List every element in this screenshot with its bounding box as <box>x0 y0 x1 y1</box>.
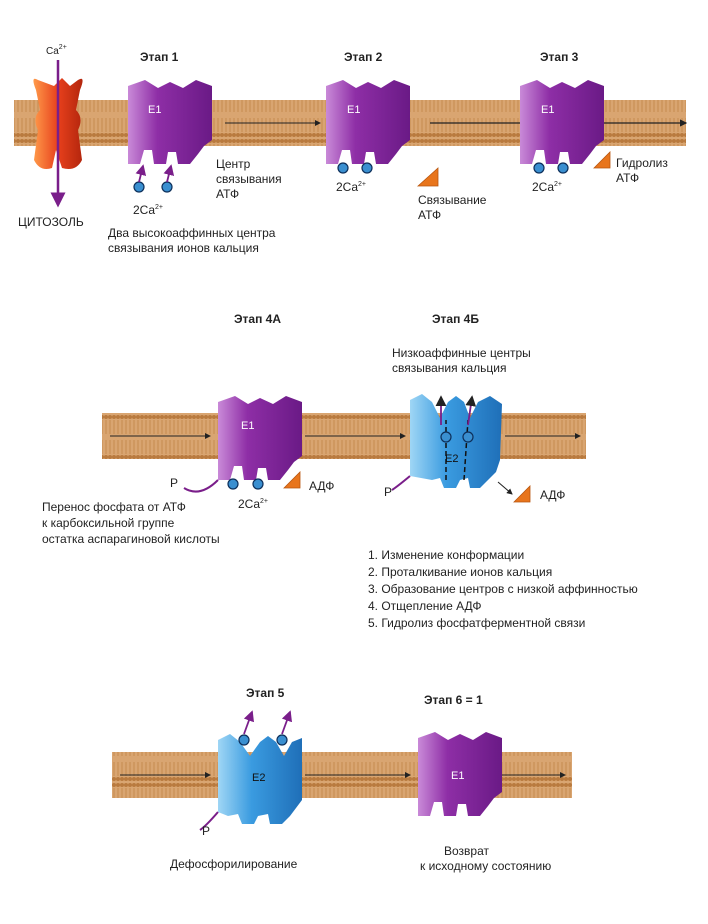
membrane-row-3 <box>112 752 572 798</box>
e1-label-1: E1 <box>148 104 162 116</box>
ca-count-3: 2Ca2+ <box>532 180 562 194</box>
atp-center-l2: связывания <box>216 172 282 186</box>
step-item: 1. Изменение конформации <box>368 548 525 562</box>
calcium-ions <box>133 162 569 746</box>
low-affinity-l1: Низкоаффинные центры <box>392 346 531 360</box>
e1-label-3: E1 <box>541 104 555 116</box>
return-l2: к исходному состоянию <box>420 859 552 873</box>
p-label-4a: P <box>170 476 179 490</box>
pump-e1-stage6 <box>418 732 502 816</box>
adp-label-4b: АДФ <box>540 488 566 502</box>
step-item: 3. Образование центров с низкой аффиннос… <box>368 582 638 596</box>
high-affinity-l2: связывания ионов кальция <box>108 241 259 255</box>
stage-3-title: Этап 3 <box>540 50 579 64</box>
stage-5-title: Этап 5 <box>246 686 285 700</box>
ca-count-2: 2Ca2+ <box>336 180 366 194</box>
pump-e1-stage3 <box>520 80 604 164</box>
step-item: 5. Гидролиз фосфатферментной связи <box>368 616 586 630</box>
stage-4a-title: Этап 4А <box>234 312 282 326</box>
phosphate-l2: к карбоксильной группе <box>42 516 175 530</box>
cytosol-label: ЦИТОЗОЛЬ <box>18 215 84 229</box>
atp-center-l3: АТФ <box>216 187 240 201</box>
step-item: 4. Отщепление АДФ <box>368 599 482 613</box>
pump-e2-stage4b <box>410 394 502 488</box>
stage-1-title: Этап 1 <box>140 50 179 64</box>
p-label-4b: P <box>384 485 393 499</box>
e1-label-4a: E1 <box>241 420 255 432</box>
steps-list: 1. Изменение конформации 2. Проталкивани… <box>368 547 638 632</box>
step-item: 2. Проталкивание ионов кальция <box>368 565 553 579</box>
high-affinity-l1: Два высокоаффинных центра <box>108 226 276 240</box>
e1-label-6: E1 <box>451 770 465 782</box>
e2-label-5: E2 <box>252 772 266 784</box>
calcium-channel <box>33 60 83 208</box>
pump-e1-stage1 <box>128 80 212 164</box>
phosphate-tails <box>183 475 411 831</box>
dephosphorylation-label: Дефосфорилирование <box>170 857 298 871</box>
atp-binding-l2: АТФ <box>418 208 442 222</box>
stage-4b-title: Этап 4Б <box>432 312 479 326</box>
pump-e1-stage2 <box>326 80 410 164</box>
phosphate-l1: Перенос фосфата от АТФ <box>42 500 186 514</box>
atp-shapes <box>283 151 611 503</box>
phosphate-l3: остатка аспарагиновой кислоты <box>42 532 220 546</box>
pump-e1-stage4a <box>218 396 302 480</box>
adp-label-4a: АДФ <box>309 479 335 493</box>
atp-binding-l1: Связывание <box>418 193 487 207</box>
ca-top-label: Ca2+ <box>46 44 67 57</box>
atp-hydrolysis-l2: АТФ <box>616 171 640 185</box>
low-affinity-l2: связывания кальция <box>392 361 507 375</box>
stage-2-title: Этап 2 <box>344 50 383 64</box>
e2-label-4b: E2 <box>445 453 459 465</box>
p-label-5: P <box>202 824 211 838</box>
ca-count-4a: 2Ca2+ <box>238 497 268 511</box>
e1-label-2: E1 <box>347 104 361 116</box>
ca-count-1: 2Ca2+ <box>133 203 163 217</box>
membrane-row-2 <box>102 413 586 459</box>
return-l1: Возврат <box>444 844 489 858</box>
ion-arrows <box>135 164 477 735</box>
pump-e2-stage5 <box>218 734 302 824</box>
atp-center-l1: Центр <box>216 157 251 171</box>
stage-6-title: Этап 6 = 1 <box>424 693 483 707</box>
atp-hydrolysis-l1: Гидролиз <box>616 156 668 170</box>
